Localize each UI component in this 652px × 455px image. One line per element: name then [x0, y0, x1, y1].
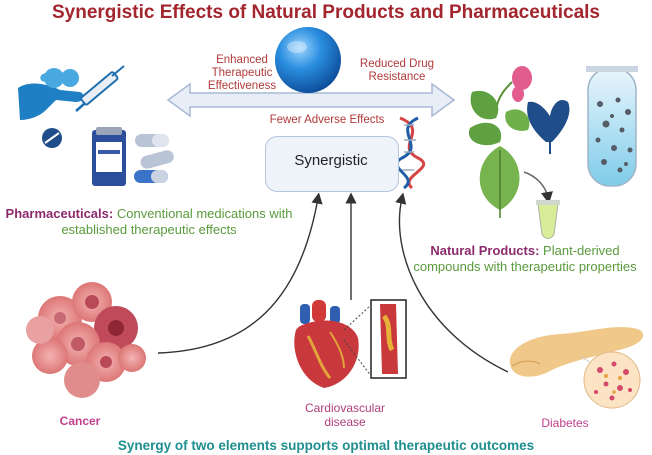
reduced-resistance-label: Reduced Drug Resistance [359, 58, 435, 83]
dna-icon [395, 116, 426, 190]
ginkgo-leaf-icon [527, 99, 570, 154]
bottom-caption: Synergy of two elements supports optimal… [117, 438, 535, 453]
vial-icon [523, 171, 560, 239]
artery-icon [343, 299, 407, 379]
fewer-adverse-effects-label: Fewer Adverse Effects [269, 114, 385, 126]
enhanced-effectiveness-label: Enhanced Therapeutic Effectiveness [207, 54, 277, 92]
natural-products-heading: Natural Products: [430, 243, 540, 258]
diabetes-label: Diabetes [541, 416, 589, 430]
arrow-diabetes [395, 192, 509, 373]
pharmaceuticals-heading: Pharmaceuticals: [5, 206, 114, 221]
hand-pill-icon [18, 68, 84, 148]
test-tube-icon [586, 66, 638, 187]
heart-icon [294, 300, 359, 388]
leaf-icon [479, 146, 520, 218]
diagram-title: Synergistic Effects of Natural Products … [51, 2, 600, 23]
pharmaceuticals-caption: Pharmaceuticals: Conventional medication… [4, 206, 294, 238]
synergistic-box [265, 136, 399, 192]
natural-products-caption: Natural Products: Plant-derived compound… [398, 243, 652, 275]
cancer-label: Cancer [59, 414, 101, 428]
cancer-cell-icon [26, 282, 146, 398]
synergistic-label: Synergistic [294, 152, 368, 169]
capsule-icon [134, 134, 174, 183]
sphere-icon [275, 27, 341, 93]
flower-icon [468, 66, 532, 146]
natural-products-description: Plant-derived compounds with therapeutic… [413, 243, 637, 274]
pharmaceuticals-description: Conventional medications with establishe… [61, 206, 293, 237]
syringe-icon [75, 65, 125, 112]
double-arrow [166, 82, 456, 118]
pancreas-icon [509, 326, 644, 409]
cardiovascular-label: Cardiovascular disease [304, 401, 386, 429]
pill-bottle-icon [92, 127, 126, 186]
arrow-cancer [157, 192, 323, 354]
